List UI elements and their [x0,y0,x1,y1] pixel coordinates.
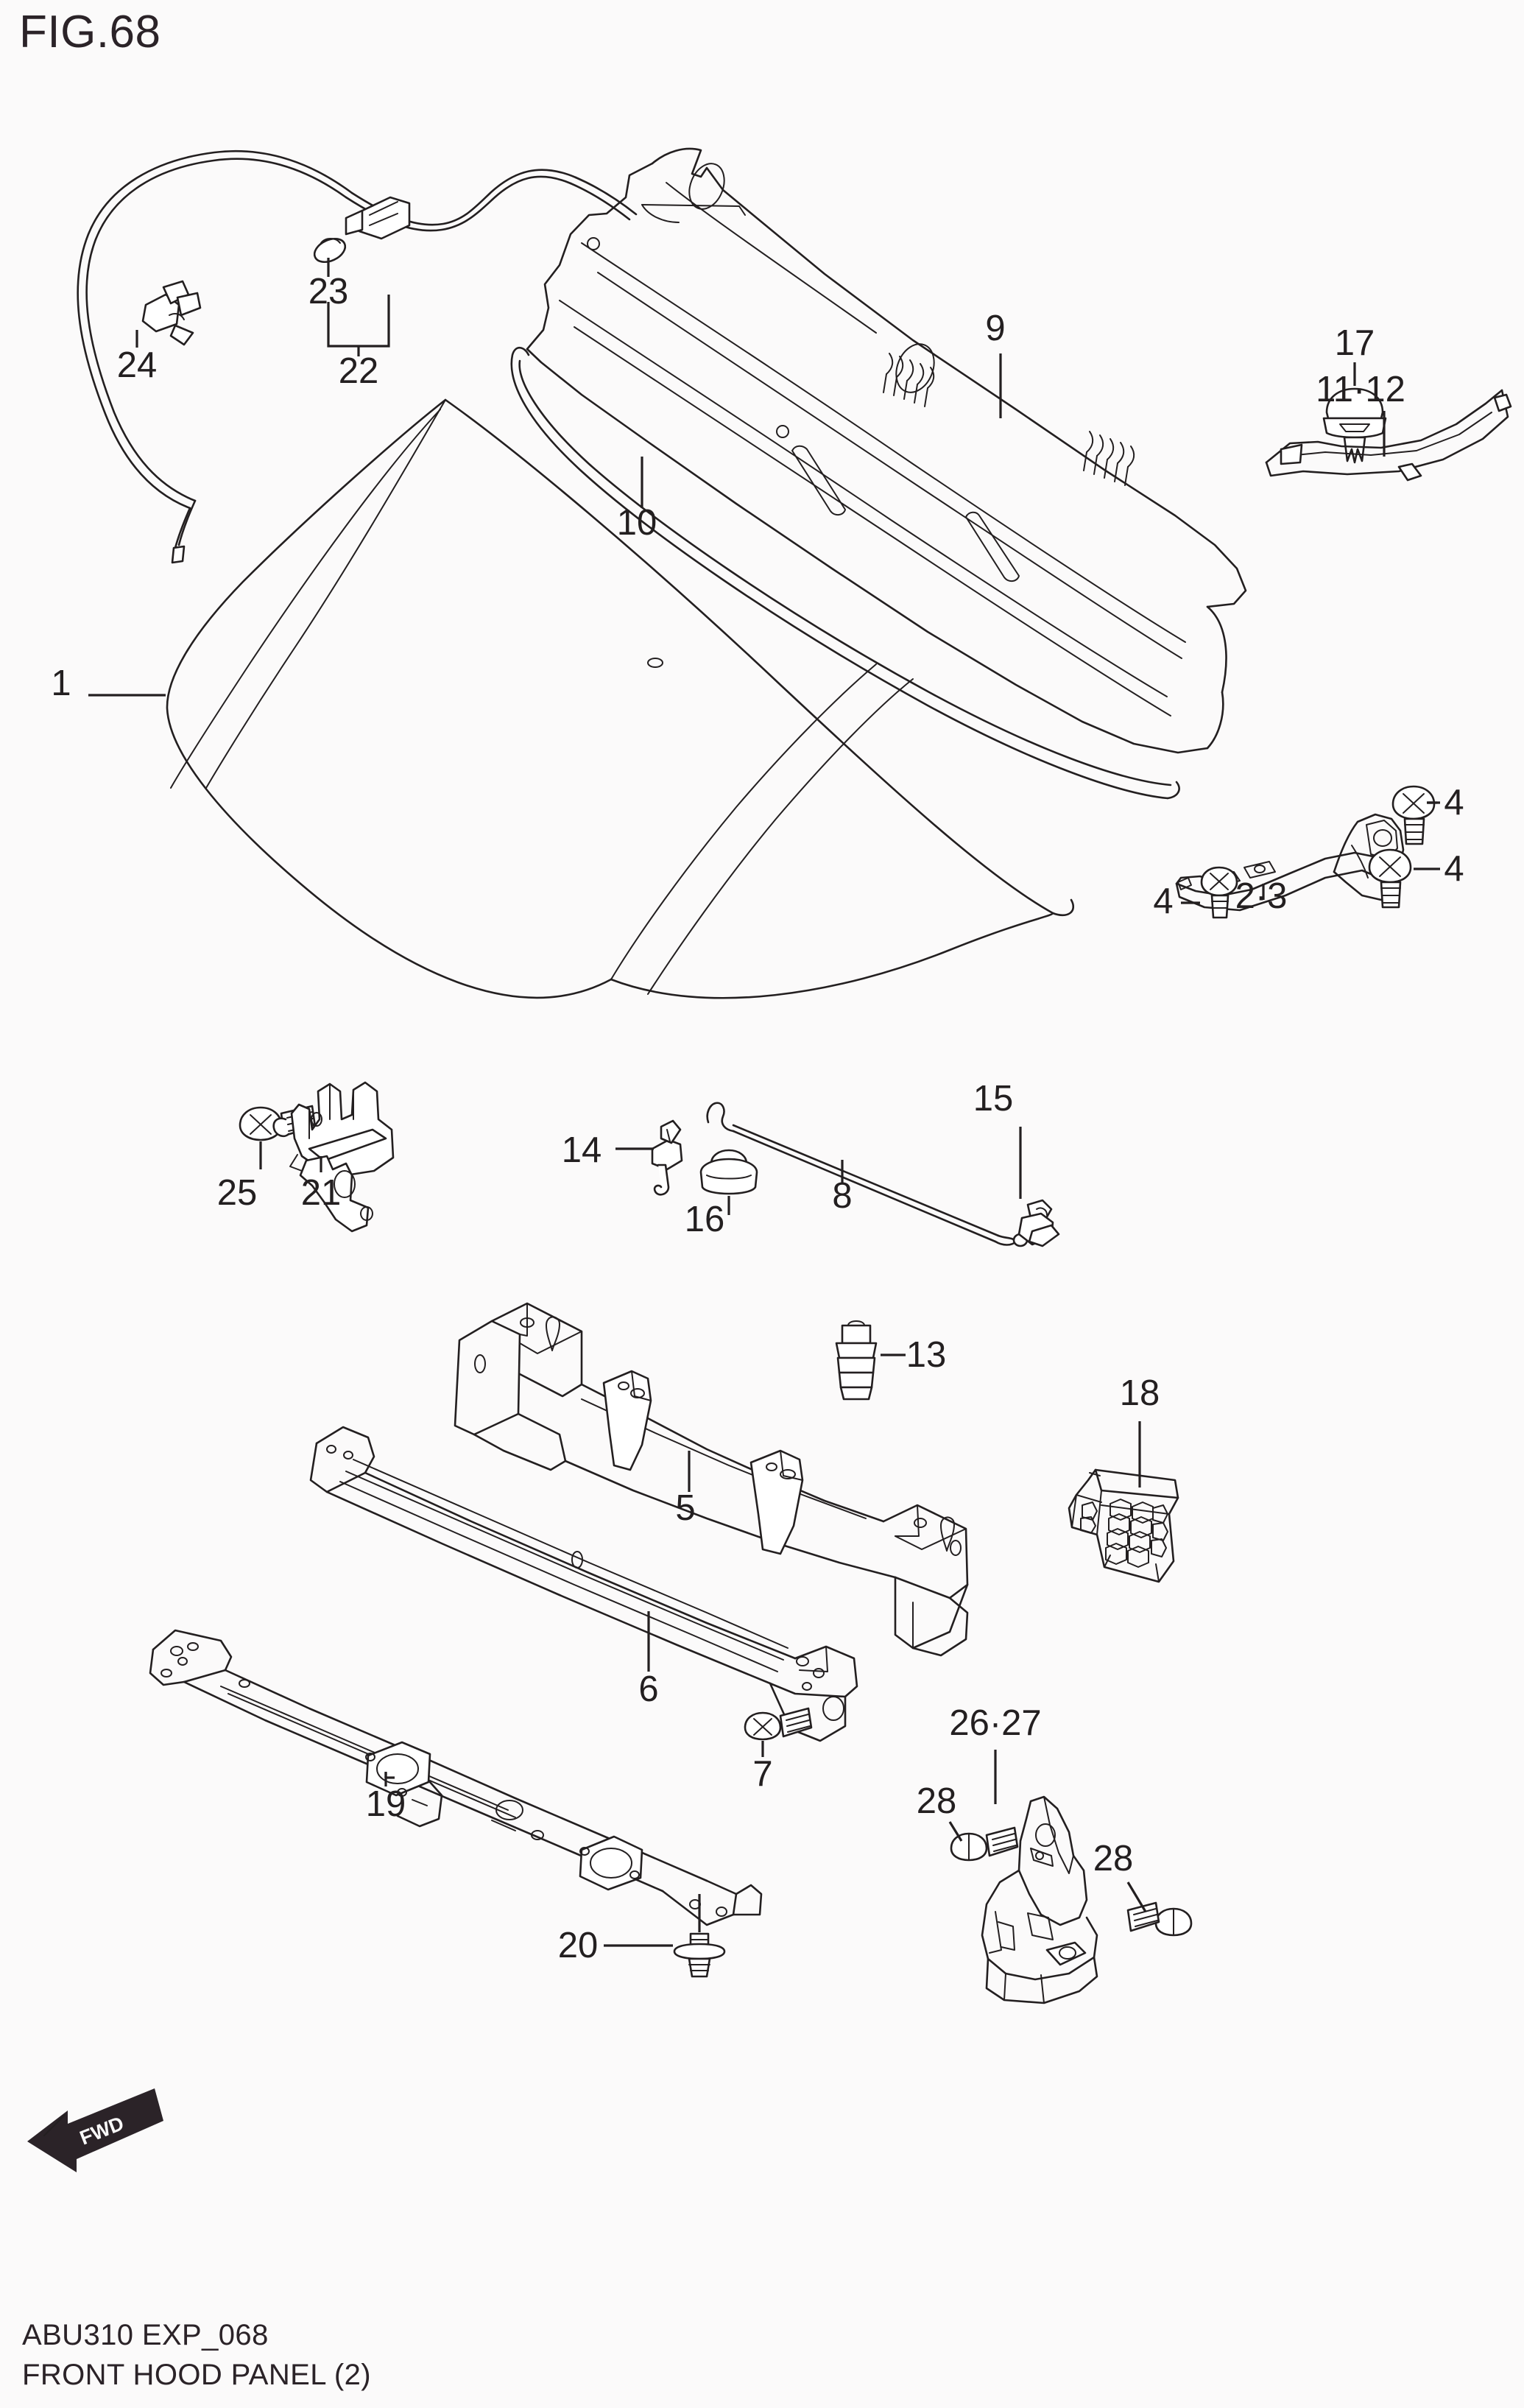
callout-5: 5 [675,1488,695,1528]
leader-22 [327,295,390,356]
callout-24: 24 [117,345,158,385]
callout-28a: 28 [917,1781,957,1821]
callout-26-27: 26·27 [949,1703,1041,1743]
leader-28b [1126,1881,1147,1912]
callout-20: 20 [558,1926,599,1965]
part-rod-holder [1017,1199,1060,1247]
part-front-cross-member [149,1629,763,1926]
part-cable-clamp [141,280,202,346]
callout-1: 1 [51,663,71,703]
part-cross-member-bolt [673,1932,726,1978]
callout-25: 25 [217,1173,258,1213]
part-reinforcement-bolt-right [1126,1901,1193,1937]
part-push-rivet-clip [1322,387,1387,464]
callout-22: 22 [339,351,379,391]
part-hinge-reinforcement [981,1795,1098,2004]
part-hinge-bolt-lower [1200,866,1238,919]
callout-14: 14 [562,1130,602,1170]
part-reinforcement-bolt-left [950,1826,1019,1862]
callout-4b: 4 [1444,849,1464,889]
callout-9: 9 [985,309,1005,348]
part-cowl-top-panel [526,147,1247,754]
part-rod-grommet [699,1149,758,1195]
fwd-orientation-arrow [27,2088,163,2172]
part-member-bolt [744,1707,813,1741]
callout-16: 16 [685,1200,725,1239]
callout-11-12: 11·12 [1316,370,1405,409]
part-radiator-upper-member [454,1302,969,1657]
part-hinge-bolt-upper [1391,785,1436,845]
callout-23: 23 [308,272,349,311]
callout-7: 7 [752,1754,772,1794]
callout-13: 13 [906,1335,947,1375]
footer-caption: FRONT HOOD PANEL (2) [22,2359,371,2391]
part-hood-bumper-stopper [835,1320,878,1401]
part-hood-panel [166,398,1074,999]
callout-10: 10 [617,503,657,543]
part-rod-clip [651,1119,683,1196]
part-hood-prop-rod [706,1102,1029,1247]
part-honeycomb-absorber [1068,1468,1179,1583]
callout-18: 18 [1120,1373,1160,1413]
part-side-cowl-trim [1265,389,1512,482]
callout-4c: 4 [1153,881,1173,921]
part-radiator-lower-member [309,1426,858,1742]
callout-19: 19 [366,1784,406,1824]
callout-numbers: 1 2·3 4 4 4 5 6 7 8 9 10 11·12 13 14 15 … [51,272,1464,1965]
callout-17: 17 [1335,323,1375,363]
callout-28b: 28 [1093,1839,1134,1879]
leader-28a [948,1821,963,1842]
callout-21: 21 [301,1173,342,1213]
callout-15: 15 [973,1079,1014,1119]
footer-code: ABU310 EXP_068 [22,2319,269,2351]
callout-8: 8 [832,1176,852,1216]
callout-6: 6 [638,1669,658,1709]
callout-2-3: 2·3 [1235,876,1288,916]
part-hood-latch-assembly [272,1081,395,1233]
part-hood-release-cable-assembly [77,149,638,564]
figure-title: FIG.68 [19,7,161,57]
sheet-footer: ABU310 EXP_068 FRONT HOOD PANEL (2) [22,2315,371,2395]
part-cowl-weatherstrip [510,346,1180,800]
part-hinge-bolt-middle [1368,848,1412,909]
callout-4a: 4 [1444,783,1464,823]
